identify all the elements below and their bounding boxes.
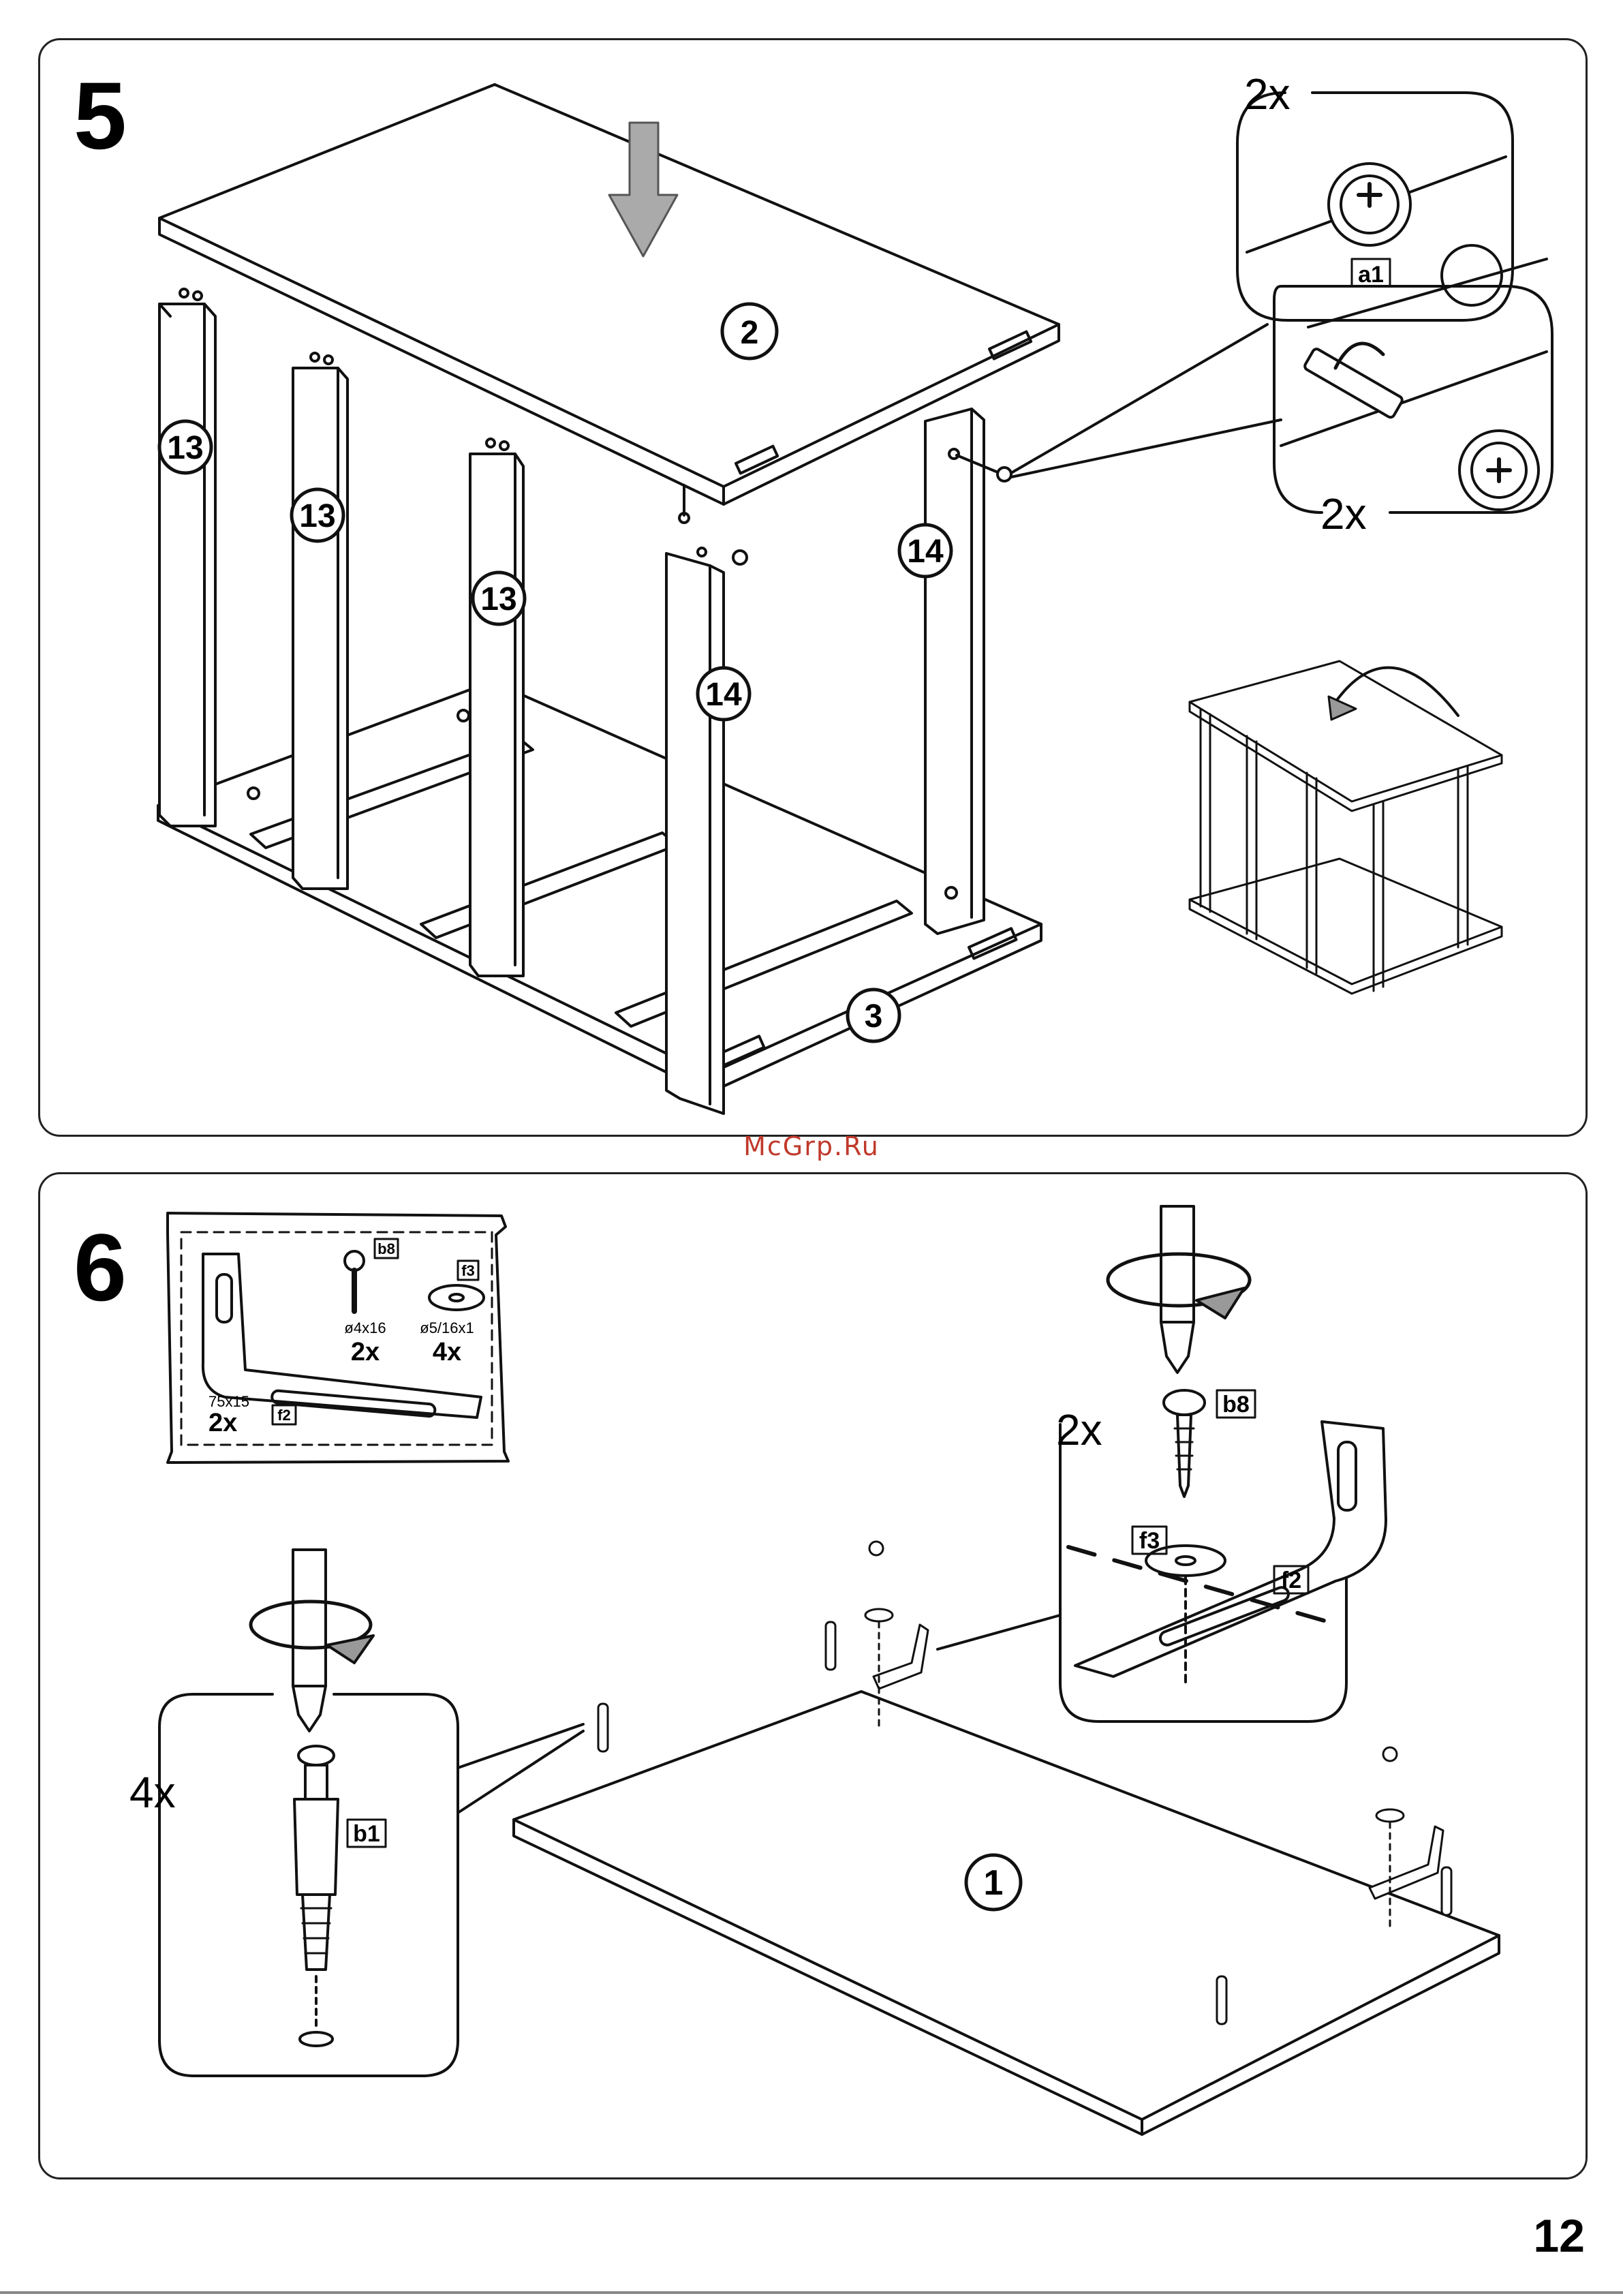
bracket-f2-icon [1075,1422,1386,1677]
screw-code: b8 [377,1240,395,1257]
part-13-label: 13 [167,430,203,466]
quantity-label: 2x [1320,489,1367,538]
bracket-size: 75x15 [208,1393,249,1410]
quantity-label: 4x [129,1768,176,1817]
part-13-label: 13 [299,498,335,534]
part-13-label: 13 [480,581,516,617]
assembled-cabinet-thumbnail [1190,661,1502,994]
screw-quantity: 2x [351,1338,380,1366]
part-code-f2: f2 [1281,1567,1301,1593]
screwdriver-icon [293,1550,326,1686]
bracket-quantity: 2x [208,1409,237,1437]
dowel-b1-icon [294,1746,338,2046]
washer-code: f3 [461,1262,475,1279]
part-1-label: 1 [984,1863,1004,1903]
part-2-label: 2 [741,315,759,351]
screwdriver-icon [1303,348,1404,418]
screw-b8-icon [1164,1390,1205,1497]
quantity-label: 2x [1244,70,1290,119]
page-number: 12 [1533,2209,1585,2263]
bottom-rule [0,2291,1623,2294]
part-14-label: 14 [907,534,944,570]
part-code-b1: b1 [353,1821,380,1847]
part-code-a1: a1 [1358,262,1384,288]
cam-fitting-icon [998,468,1011,481]
quantity-label: 2x [1056,1405,1102,1454]
cam-fitting-icon [733,551,747,564]
bracket-code: f2 [277,1407,291,1424]
part-14-label: 14 [705,677,742,713]
washer-quantity: 4x [433,1338,461,1366]
washer-f3-icon [429,1285,484,1310]
watermark: McGrp.Ru [0,1131,1623,1161]
bottom-panel-illustration [158,682,1041,1093]
part-3-label: 3 [865,998,883,1035]
screw-size: ø4x16 [344,1319,386,1336]
part-code-f3: f3 [1139,1528,1160,1554]
screw-b8-icon [345,1251,364,1270]
part-code-b8: b8 [1222,1392,1250,1418]
washer-size: ø5/16x1 [420,1319,474,1336]
